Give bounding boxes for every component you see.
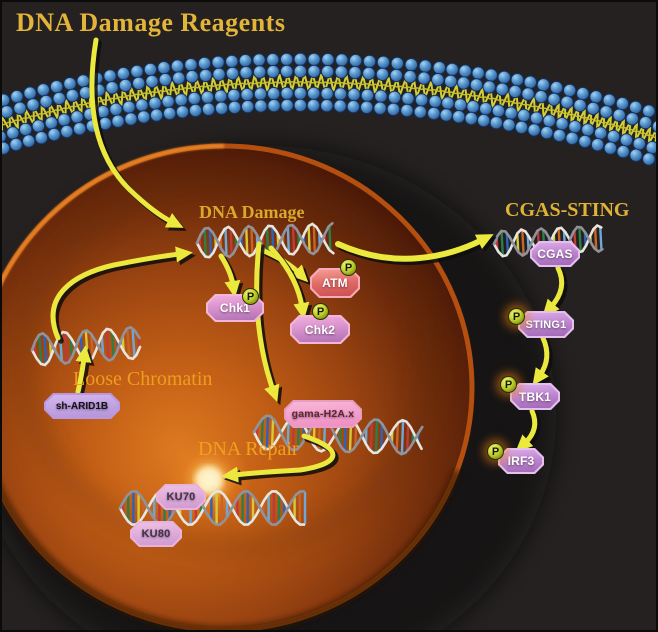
arrow-dna-damage-site-to-chk2 [268,245,313,323]
arrow-cgas-to-sting1 [542,265,568,320]
node-ku70-label: KU70 [166,491,196,503]
cgas-sting-label: CGAS-STING [505,199,630,221]
phospho-badge-chk1: P [242,288,259,305]
node-sh-arid1b: sh-ARID1B [44,393,120,419]
loose-chromatin-label: Loose Chromatin [73,368,213,390]
node-gamma-h2ax-label: gama-H2A.x [291,408,355,420]
node-ku70: KU70 [156,484,206,510]
arrow-dna-damage-reagents-to-dna-damage-site [89,37,187,231]
node-ku80: KU80 [130,521,182,547]
pathway-arrows [50,37,568,486]
arrow-dna-damage-site-to-cgas [335,234,497,265]
node-gamma-h2ax: gama-H2A.x [284,400,362,428]
node-chk2-label: Chk2 [304,322,336,337]
node-cgas-label: CGAS [537,247,573,261]
dna-helix-ku-repair [118,490,307,526]
arrow-dna-damage-site-to-chk1 [218,253,244,301]
node-sting1-label: STING1 [525,318,567,331]
phospho-badge-chk2: P [312,303,329,320]
node-tbk1: TBK1 [510,383,560,410]
figure-title: DNA Damage Reagents [16,8,286,37]
phospho-badge-sting1: P [508,308,525,325]
dna-damage-label: DNA Damage [199,202,305,222]
node-sting1: STING1 [518,311,574,338]
node-irf3-label: IRF3 [507,454,535,468]
arrow-gamma_h2ax-to-dna-repair-ku-complex [221,433,339,486]
arrow-sh_arid1b-to-loose-chromatin [75,345,95,398]
dna-helix-gamma-h2ax [252,414,424,456]
arrow-tbk1-to-irf3 [515,408,541,455]
node-irf3: IRF3 [498,448,544,474]
phospho-badge-irf3: P [487,443,504,460]
arrow-sting1-to-tbk1 [532,335,553,389]
node-cgas: CGAS [530,241,580,267]
phospho-badge-atm: P [340,259,357,276]
arrow-loose-chromatin-to-dna-damage-site [50,246,196,344]
node-tbk1-label: TBK1 [518,389,552,404]
phospho-badge-tbk1: P [500,376,517,393]
arrow-dna-damage-site-to-gamma_h2ax [254,241,283,406]
node-atm-label: ATM [322,276,348,290]
node-ku80-label: KU80 [141,528,171,540]
node-sh-arid1b-label: sh-ARID1B [55,400,109,412]
cell-membrane [2,52,656,167]
dna-repair-label: DNA Repair [198,438,299,460]
node-chk1-label: Chk1 [219,301,251,315]
dna-helices [30,221,604,526]
